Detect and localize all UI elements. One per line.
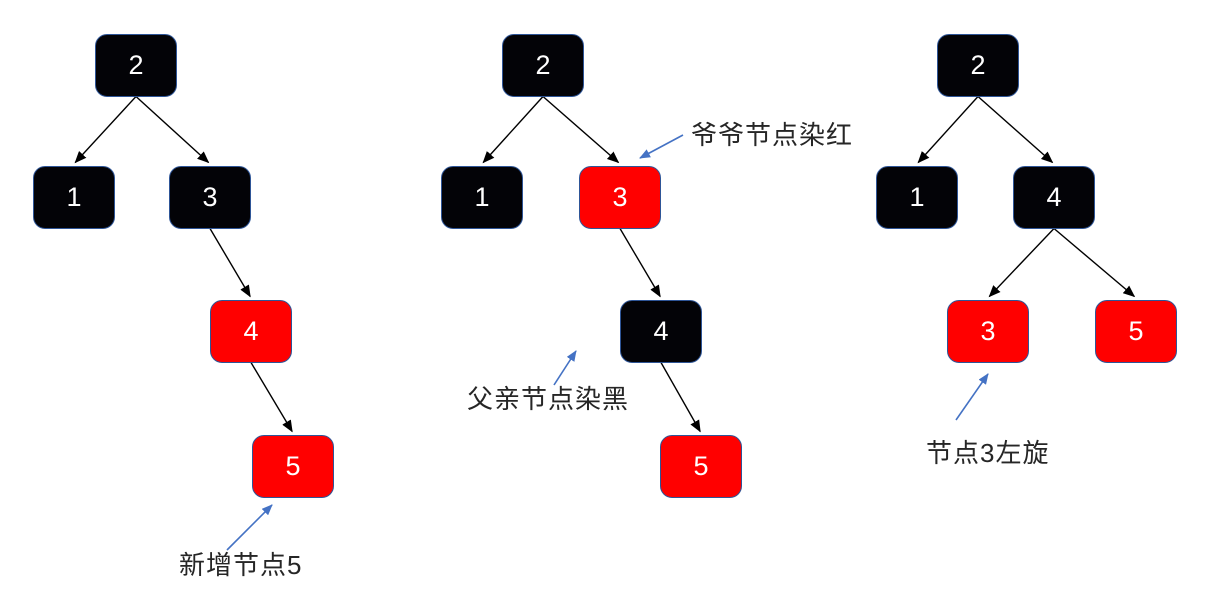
tree-node-4-black: 4 — [620, 299, 702, 363]
tree-edge — [250, 362, 293, 433]
tree-node-5-red: 5 — [1095, 299, 1177, 363]
tree-node-4-black: 4 — [1013, 165, 1095, 229]
annotation-label: 节点3左旋 — [926, 438, 1050, 468]
tree-edge — [1053, 227, 1136, 298]
tree-node-2-black: 2 — [937, 33, 1019, 97]
tree-node-1-black: 1 — [876, 165, 958, 229]
tree-node-5-red: 5 — [252, 434, 334, 498]
tree-edge — [917, 96, 979, 164]
tree-node-5-red: 5 — [660, 434, 742, 498]
annotation-arrow — [226, 504, 273, 551]
tree-edge — [977, 95, 1054, 164]
tree-node-1-black: 1 — [441, 165, 523, 229]
tree-node-3-red: 3 — [947, 299, 1029, 363]
annotation-label: 爷爷节点染红 — [691, 120, 854, 150]
tree-edge — [482, 96, 544, 164]
annotation-arrow — [553, 350, 577, 386]
annotation-arrow — [955, 373, 989, 421]
tree-node-1-black: 1 — [33, 165, 115, 229]
tree-edge — [542, 95, 620, 164]
tree-edge — [135, 95, 210, 164]
tree-edge — [74, 96, 137, 164]
tree-node-2-black: 2 — [502, 33, 584, 97]
tree-node-4-red: 4 — [210, 299, 292, 363]
tree-edge — [619, 228, 661, 298]
tree-edge — [660, 362, 701, 433]
annotation-label: 新增节点5 — [179, 550, 303, 580]
annotation-arrow — [639, 134, 684, 159]
tree-edge — [209, 228, 251, 298]
tree-node-2-black: 2 — [95, 33, 177, 97]
tree-node-3-red: 3 — [579, 165, 661, 229]
annotation-label: 父亲节点染黑 — [467, 384, 630, 414]
tree-node-3-black: 3 — [169, 165, 251, 229]
tree-edge — [988, 228, 1055, 298]
tree-edges — [74, 95, 1136, 433]
